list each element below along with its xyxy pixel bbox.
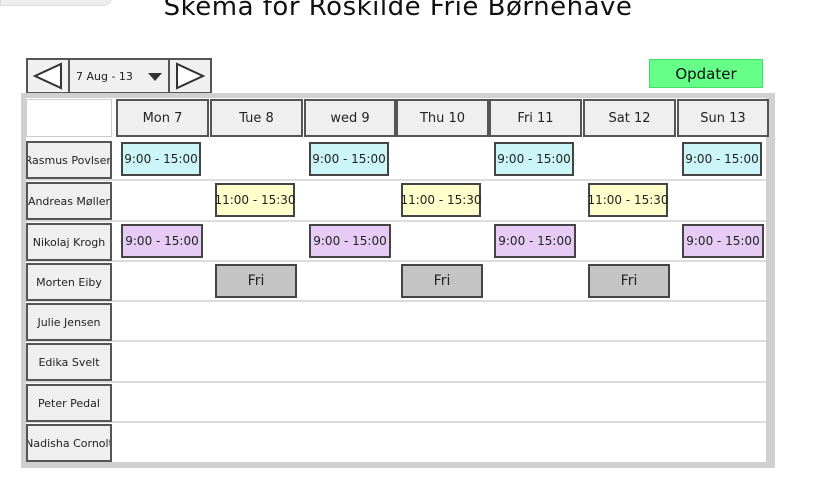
- shift-block[interactable]: 9:00 - 15:00: [494, 224, 576, 258]
- staff-name: Andreas Møller: [26, 182, 112, 220]
- day-off-block[interactable]: Fri: [401, 264, 483, 298]
- shift-block[interactable]: 9:00 - 15:00: [121, 224, 203, 258]
- staff-name: Nadisha Cornolt: [26, 424, 112, 462]
- row-separator: [26, 300, 766, 302]
- day-header: Fri 11: [489, 99, 582, 137]
- shift-block[interactable]: 9:00 - 15:00: [309, 224, 391, 258]
- shift-block[interactable]: 9:00 - 15:00: [309, 142, 389, 176]
- triangle-left-icon: [32, 62, 62, 90]
- day-header: Sat 12: [583, 99, 676, 137]
- row-separator: [26, 421, 766, 423]
- shift-block[interactable]: 9:00 - 15:00: [682, 224, 764, 258]
- shift-block[interactable]: 9:00 - 15:00: [494, 142, 574, 176]
- date-range-select[interactable]: 7 Aug - 13: [70, 60, 168, 92]
- previous-week-button[interactable]: [28, 60, 70, 92]
- row-separator: [26, 260, 766, 262]
- row-separator: [26, 381, 766, 383]
- update-button[interactable]: Opdater: [649, 59, 763, 88]
- shift-block[interactable]: 9:00 - 15:00: [121, 142, 201, 176]
- staff-name: Morten Eiby: [26, 263, 112, 301]
- shift-block[interactable]: 11:00 - 15:30: [400, 183, 482, 217]
- shift-block[interactable]: 11:00 - 15:30: [587, 183, 669, 217]
- row-separator: [26, 179, 766, 181]
- shift-block[interactable]: 9:00 - 15:00: [682, 142, 762, 176]
- day-header: Mon 7: [116, 99, 209, 137]
- caret-down-icon: [148, 73, 162, 81]
- row-separator: [26, 220, 766, 222]
- page-title: Skema for Roskilde Frie Børnehave: [163, 0, 633, 22]
- staff-name: Rasmus Povlsen: [26, 141, 112, 179]
- staff-name: Edika Svelt: [26, 343, 112, 381]
- day-off-block[interactable]: Fri: [215, 264, 297, 298]
- triangle-right-icon: [176, 62, 206, 90]
- row-separator: [26, 340, 766, 342]
- day-header: Tue 8: [210, 99, 303, 137]
- date-range-value: 7 Aug - 13: [76, 69, 133, 83]
- day-off-block[interactable]: Fri: [588, 264, 670, 298]
- shift-block[interactable]: 11:00 - 15:30: [214, 183, 296, 217]
- staff-name: Nikolaj Krogh: [26, 223, 112, 261]
- grid-corner-cell: [26, 99, 112, 137]
- day-header: Sun 13: [677, 99, 769, 137]
- day-header: wed 9: [304, 99, 396, 137]
- staff-name: Julie Jensen: [26, 303, 112, 341]
- staff-name: Peter Pedal: [26, 384, 112, 422]
- next-week-button[interactable]: [168, 60, 210, 92]
- week-navigator: 7 Aug - 13: [26, 58, 212, 94]
- day-header: Thu 10: [396, 99, 489, 137]
